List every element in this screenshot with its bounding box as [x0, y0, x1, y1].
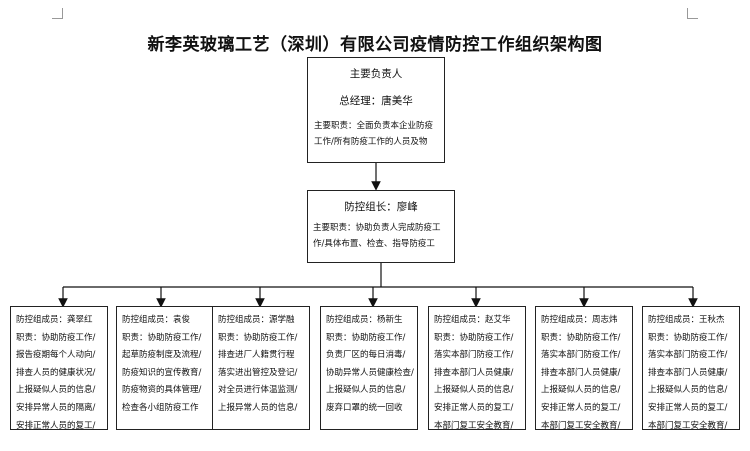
member-line: 职责：协助防疫工作/	[541, 332, 621, 343]
member-line: 检查各小组防疫工作	[122, 402, 199, 413]
member-line: 对全员进行体温监测/	[218, 385, 298, 396]
member-line: 防控组成员：周志炜	[541, 315, 618, 325]
member-line: 排查本部门人员健康/	[648, 367, 728, 378]
member-line: 防控组成员：杨新生	[326, 315, 403, 325]
member-line: 上报疑似人员的信息/	[326, 385, 406, 396]
member-line: 防疫知识的宣传教育/	[122, 367, 202, 378]
member-line: 防控组成员：龚翠红	[16, 315, 93, 325]
general-manager-label: 总经理：唐美华	[339, 95, 413, 107]
member-line: 上报疑似人员的信息/	[434, 385, 514, 396]
member-line: 职责：协助防疫工作/	[218, 332, 298, 343]
member-line: 职责：协助防疫工作/	[434, 332, 514, 343]
member-box-5: 防控组成员：赵艾华 职责：协助防疫工作/ 落实本部门防疫工作/ 排查本部门人员健…	[428, 306, 526, 430]
member-line: 落实进出管控及登记/	[218, 367, 298, 378]
member-line: 职责：协助防疫工作/	[122, 332, 202, 343]
member-line: 安排正常人员的复工/	[16, 420, 96, 430]
member-line: 本部门复工安全教育/	[434, 420, 514, 430]
member-line: 落实本部门防疫工作/	[648, 350, 728, 361]
member-line: 本部门复工安全教育/	[541, 420, 621, 430]
leader-duty-line: 主要职责：协助负责人完成防疫工	[313, 223, 441, 233]
page-corner-mark-top-left	[52, 8, 63, 19]
member-box-2: 防控组成员：袁俊 职责：协助防疫工作/ 起草防疫制度及流程/ 防疫知识的宣传教育…	[116, 306, 214, 430]
member-line: 排查本部门人员健康/	[541, 367, 621, 378]
member-line: 职责：协助防疫工作/	[648, 332, 728, 343]
member-line: 职责：协助防疫工作/	[16, 332, 96, 343]
member-line: 安排异常人员的隔离/	[16, 402, 96, 413]
member-box-3: 防控组成员：源学融 职责：协助防疫工作/ 排查进厂人籍贯行程 落实进出管控及登记…	[212, 306, 310, 430]
member-line: 安排正常人员的复工/	[541, 402, 621, 413]
member-line: 落实本部门防疫工作/	[541, 350, 621, 361]
member-line: 上报疑似人员的信息/	[541, 385, 621, 396]
top-duty-line: 主要职责：全面负责本企业防疫	[314, 121, 434, 131]
member-line: 负责厂区的每日消毒/	[326, 350, 406, 361]
control-leader-label: 防控组长：廖峰	[344, 201, 418, 213]
member-line: 防控组成员：袁俊	[122, 315, 191, 325]
member-line: 防控组成员：源学融	[218, 315, 295, 325]
member-box-1: 防控组成员：龚翠红 职责：协助防疫工作/ 报告疫期每个人动向/ 排查人员的健康状…	[10, 306, 108, 430]
top-responsible-box: 主要负责人 总经理：唐美华 主要职责：全面负责本企业防疫 工作/所有防疫工作的人…	[307, 57, 445, 163]
member-line: 起草防疫制度及流程/	[122, 350, 202, 361]
member-line: 上报疑似人员的信息/	[16, 385, 96, 396]
member-line: 本部门复工安全教育/	[648, 420, 728, 430]
member-line: 废弃口罩的统一回收	[326, 402, 403, 413]
member-line: 上报异常人员的信息/	[218, 402, 298, 413]
member-line: 上报疑似人员的信息/	[648, 385, 728, 396]
member-line: 排查进厂人籍贯行程	[218, 350, 295, 361]
member-line: 排查人员的健康状况/	[16, 367, 96, 378]
member-line: 防疫物资的具体管理/	[122, 385, 202, 396]
member-line: 职责：协助防疫工作/	[326, 332, 406, 343]
top-duty-line: 工作/所有防疫工作的人员及物	[314, 137, 428, 147]
leader-duty-line: 作/具体布置、检查、指导防疫工	[313, 239, 435, 249]
control-leader-box: 防控组长：廖峰 主要职责：协助负责人完成防疫工 作/具体布置、检查、指导防疫工	[307, 190, 455, 263]
member-box-7: 防控组成员：王秋杰 职责：协助防疫工作/ 落实本部门防疫工作/ 排查本部门人员健…	[642, 306, 740, 430]
member-line: 落实本部门防疫工作/	[434, 350, 514, 361]
page-corner-mark-top-right	[687, 8, 698, 19]
member-line: 报告疫期每个人动向/	[16, 350, 96, 361]
member-line: 排查本部门人员健康/	[434, 367, 514, 378]
member-line: 协助异常人员健康检查/	[326, 367, 414, 378]
chart-title: 新李英玻璃工艺（深圳）有限公司疫情防控工作组织架构图	[147, 35, 603, 55]
member-line: 防控组成员：赵艾华	[434, 315, 511, 325]
member-line: 安排正常人员的复工/	[648, 402, 728, 413]
member-box-4: 防控组成员：杨新生 职责：协助防疫工作/ 负责厂区的每日消毒/ 协助异常人员健康…	[320, 306, 418, 430]
member-box-6: 防控组成员：周志炜 职责：协助防疫工作/ 落实本部门防疫工作/ 排查本部门人员健…	[535, 306, 633, 430]
member-line: 安排正常人员的复工/	[434, 402, 514, 413]
member-line: 防控组成员：王秋杰	[648, 315, 725, 325]
top-role-label: 主要负责人	[349, 68, 403, 80]
